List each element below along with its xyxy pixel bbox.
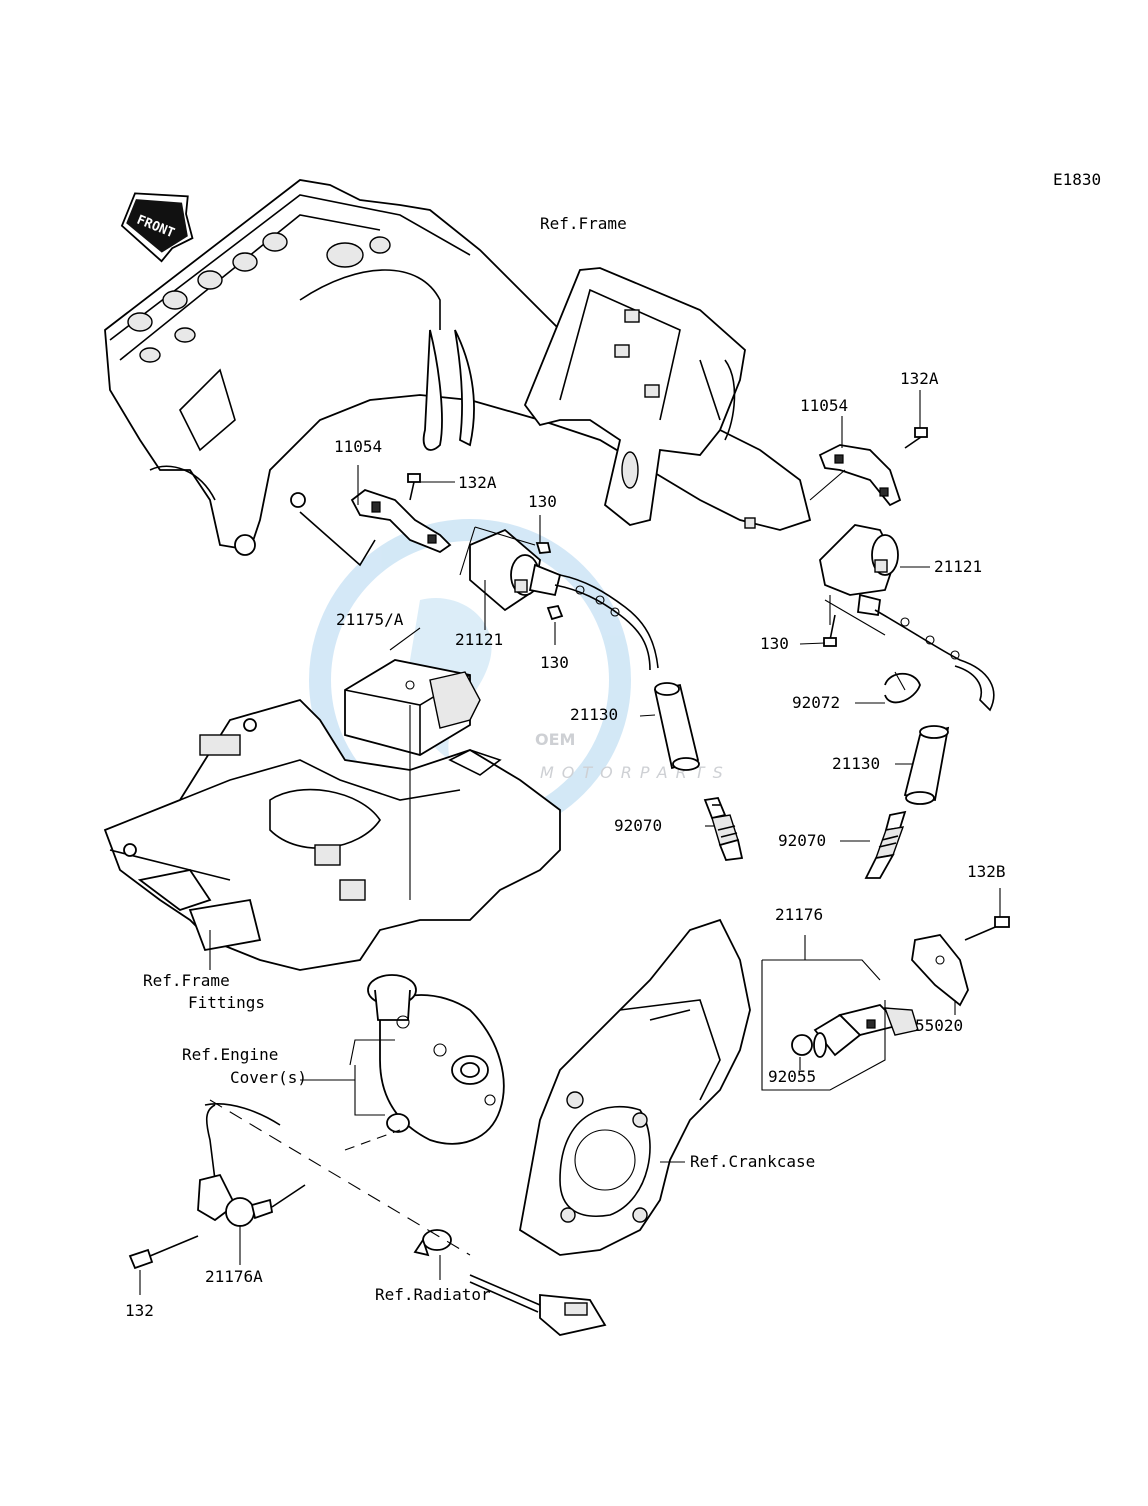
- watermark-brand: OEM: [535, 730, 575, 749]
- ref-engine-cover-line1: Ref.Engine: [182, 1045, 278, 1064]
- labels: E1830 Ref.Frame 11054 132A 130 21121 130…: [125, 170, 1101, 1320]
- part-21121-right: 21121: [934, 557, 982, 576]
- ref-crankcase-label: Ref.Crankcase: [690, 1152, 815, 1171]
- ecu-tray-illustration: [103, 698, 561, 971]
- o-ring-engine-cover: [386, 1113, 410, 1133]
- part-132a-left: 132A: [458, 473, 497, 492]
- part-21121-left: 21121: [455, 630, 503, 649]
- diagram-code: E1830: [1053, 170, 1101, 189]
- part-11054-left: 11054: [334, 437, 382, 456]
- part-132a-right: 132A: [900, 369, 939, 388]
- ref-frame-label: Ref.Frame: [540, 214, 627, 233]
- watermark-subtitle: MOTORPARTS: [540, 763, 731, 782]
- radiator-connector: [413, 1229, 607, 1336]
- ref-frame-fittings-line1: Ref.Frame: [143, 971, 230, 990]
- ref-radiator-label: Ref.Radiator: [375, 1285, 491, 1304]
- ecu-module-21175a: [344, 659, 481, 900]
- spark-plug-left: [703, 797, 744, 861]
- ignition-coil-right: [819, 524, 995, 712]
- clamp-92072: [884, 671, 921, 704]
- part-92070-right: 92070: [778, 831, 826, 850]
- spark-plug-right: [864, 810, 907, 879]
- bolt-130-bottom: [546, 604, 564, 621]
- coil-bracket-right: [809, 444, 902, 507]
- part-92070-left: 92070: [614, 816, 662, 835]
- part-92072: 92072: [792, 693, 840, 712]
- leader-lines: [139, 390, 1001, 1295]
- part-21176: 21176: [775, 905, 823, 924]
- part-21175a: 21175/A: [336, 610, 404, 629]
- part-132b: 132B: [967, 862, 1006, 881]
- frame-bracket-illustration: [523, 267, 756, 529]
- part-21130-left: 21130: [570, 705, 618, 724]
- part-130-top: 130: [528, 492, 557, 511]
- bolt-132: [128, 1235, 199, 1270]
- plug-cap-right: [903, 725, 950, 805]
- sensor-21176: [791, 1004, 919, 1058]
- bolt-132b: [964, 916, 1010, 941]
- engine-cover-illustration: [367, 974, 505, 1145]
- ref-frame-fittings-line2: Fittings: [188, 993, 265, 1012]
- part-21176a: 21176A: [205, 1267, 263, 1286]
- part-21130-right: 21130: [832, 754, 880, 773]
- bolt-132a-right: [904, 427, 928, 449]
- part-132: 132: [125, 1301, 154, 1320]
- ignition-coil-left: [459, 526, 659, 671]
- front-arrow-icon: FRONT: [120, 192, 194, 263]
- plug-cap-left: [653, 682, 700, 771]
- bolt-132a-left: [407, 473, 421, 501]
- bolt-130-right: [823, 614, 837, 647]
- sensor-21176a: [197, 1103, 306, 1227]
- crankcase-illustration: [519, 918, 751, 1256]
- bracket-55020: [911, 934, 969, 1007]
- coil-bracket-left: [299, 488, 452, 567]
- part-92055: 92055: [768, 1067, 816, 1086]
- part-55020: 55020: [915, 1016, 963, 1035]
- bolt-130-top: [535, 542, 552, 554]
- part-130-right: 130: [760, 634, 789, 653]
- part-130-bottom: 130: [540, 653, 569, 672]
- ref-engine-cover-line2: Cover(s): [230, 1068, 307, 1087]
- part-11054-right: 11054: [800, 396, 848, 415]
